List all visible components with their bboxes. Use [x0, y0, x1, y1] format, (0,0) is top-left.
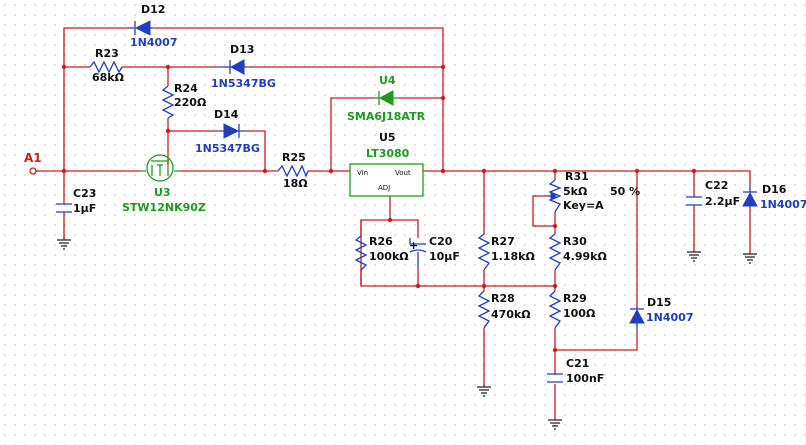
ground-icon	[477, 386, 491, 397]
ground-icon	[548, 419, 562, 430]
capacitor-c23[interactable]: C23 1µF	[56, 187, 96, 215]
mosfet-u3[interactable]: U3 STW12NK90Z	[122, 154, 206, 214]
r25-ref: R25	[282, 151, 306, 164]
r30-ref: R30	[563, 235, 587, 248]
ground-icon	[743, 253, 757, 264]
c21-value: 100nF	[566, 372, 604, 385]
diode-d15[interactable]: D15 1N4007	[629, 296, 693, 329]
d12-value: 1N4007	[130, 36, 177, 49]
r31-key: Key=A	[563, 199, 604, 212]
d15-value: 1N4007	[646, 311, 693, 324]
d14-value: 1N5347BG	[195, 142, 260, 155]
u3-value: STW12NK90Z	[122, 201, 206, 214]
capacitor-c22[interactable]: C22 2.2µF	[686, 179, 740, 208]
u5-pin-adj: ADJ	[378, 184, 390, 192]
d14-ref: D14	[214, 108, 239, 121]
ground-symbols	[57, 236, 757, 430]
probe-a1[interactable]: A1	[24, 151, 42, 175]
resistor-r29[interactable]: R29 100Ω	[548, 290, 596, 329]
r23-ref: R23	[95, 47, 119, 60]
resistor-r24[interactable]: R24 220Ω	[161, 82, 207, 119]
u5-pin-vin: Vin	[357, 169, 368, 177]
c21-ref: C21	[566, 357, 589, 370]
u5-ref: U5	[379, 131, 396, 144]
c20-value: 10µF	[429, 250, 460, 263]
junctions	[61, 64, 697, 353]
u5-value: LT3080	[366, 147, 410, 160]
r25-value: 18Ω	[283, 177, 308, 190]
diode-d12[interactable]: D12 1N4007	[128, 3, 177, 49]
r27-ref: R27	[491, 235, 515, 248]
r28-ref: R28	[491, 292, 515, 305]
d16-ref: D16	[762, 183, 787, 196]
regulator-u5[interactable]: Vin Vout ADJ U5 LT3080	[349, 131, 424, 197]
u4-value: SMA6J18ATR	[347, 110, 426, 123]
c23-ref: C23	[73, 187, 96, 200]
r28-value: 470kΩ	[491, 308, 531, 321]
resistor-r26[interactable]: R26 100kΩ	[354, 235, 409, 271]
resistor-r25[interactable]: R25 18Ω	[277, 151, 309, 190]
u3-ref: U3	[154, 186, 171, 199]
resistor-r23[interactable]: R23 68kΩ	[89, 47, 125, 84]
d15-ref: D15	[647, 296, 671, 309]
r30-value: 4.99kΩ	[563, 250, 607, 263]
diode-d16[interactable]: D16 1N4007	[742, 183, 806, 211]
r26-ref: R26	[369, 235, 393, 248]
u4-ref: U4	[379, 74, 396, 87]
probe-a1-label: A1	[24, 151, 42, 165]
r27-value: 1.18kΩ	[491, 250, 535, 263]
c20-polarity: +	[409, 239, 418, 252]
resistor-r30[interactable]: R30 4.99kΩ	[548, 233, 607, 271]
u5-pin-vout: Vout	[395, 169, 411, 177]
wires	[33, 27, 751, 420]
diode-d13[interactable]: D13 1N5347BG	[211, 43, 276, 90]
c23-value: 1µF	[73, 202, 96, 215]
r31-value: 5kΩ	[563, 185, 588, 198]
capacitor-c20[interactable]: + C20 10µF	[409, 235, 460, 268]
c22-ref: C22	[705, 179, 728, 192]
c20-ref: C20	[429, 235, 453, 248]
r23-value: 68kΩ	[92, 71, 125, 84]
d13-ref: D13	[230, 43, 254, 56]
d16-value: 1N4007	[760, 198, 806, 211]
r26-value: 100kΩ	[369, 250, 409, 263]
d12-ref: D12	[141, 3, 165, 16]
potentiometer-r31[interactable]: R31 5kΩ Key=A 50 %	[547, 170, 640, 213]
resistor-r28[interactable]: R28 470kΩ	[477, 290, 531, 329]
diode-d14[interactable]: D14 1N5347BG	[195, 108, 260, 155]
resistor-r27[interactable]: R27 1.18kΩ	[477, 233, 535, 271]
r31-setting: 50 %	[610, 185, 640, 198]
d13-value: 1N5347BG	[211, 77, 276, 90]
tvs-diode-u4[interactable]: U4 SMA6J18ATR	[347, 74, 426, 123]
capacitor-c21[interactable]: C21 100nF	[547, 357, 604, 385]
r29-ref: R29	[563, 292, 587, 305]
ground-icon	[687, 251, 701, 262]
r24-value: 220Ω	[174, 96, 207, 109]
r24-ref: R24	[174, 82, 198, 95]
r31-ref: R31	[565, 170, 589, 183]
c22-value: 2.2µF	[705, 195, 740, 208]
r29-value: 100Ω	[563, 307, 596, 320]
